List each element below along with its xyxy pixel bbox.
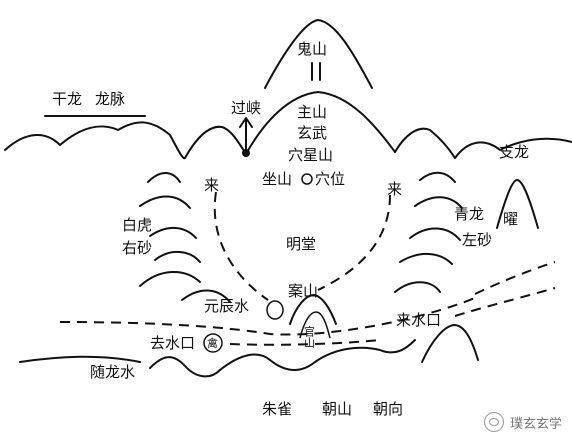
bottom-ridge-right	[421, 324, 479, 363]
tiger-ridge-5	[139, 270, 201, 287]
label-guan-shan: 官山	[303, 325, 316, 348]
lai-right-dashed-flow	[317, 194, 391, 291]
guo-xia-arrow-head	[239, 117, 253, 128]
guo-xia-point	[242, 149, 250, 157]
label-qu-shui-kou: 去水口	[150, 334, 195, 352]
label-long-mai: 龙脉	[95, 90, 125, 108]
label-xue-xing-shan: 穴星山	[288, 146, 333, 164]
lai-shui-kou-dashed-tail	[474, 261, 556, 295]
qin-circle	[203, 333, 223, 353]
label-zhi-long: 支龙	[499, 143, 529, 161]
tiger-ridge-2	[139, 195, 191, 209]
label-ming-tang: 明堂	[286, 235, 316, 253]
main-ridge-left	[4, 121, 247, 160]
label-yao: 曜	[503, 210, 518, 228]
yuan-chen-water-pool	[266, 300, 284, 320]
yao-peak	[496, 179, 539, 229]
label-an-shan: 案山	[288, 282, 318, 300]
label-zuo-shan: 坐山	[262, 170, 292, 188]
tiger-ridge-6	[181, 289, 231, 303]
label-xuan-wu: 玄武	[297, 124, 327, 142]
label-chao-xiang: 朝向	[373, 400, 403, 418]
bottom-ridge-middle	[219, 339, 416, 371]
dragon-ridge-3	[409, 227, 461, 241]
label-sui-long-shui: 随龙水	[90, 363, 135, 381]
label-bai-hu: 白虎	[122, 216, 152, 234]
label-yuan-chen-shui: 元辰水	[204, 297, 249, 315]
main-ridge-right	[394, 127, 572, 159]
ghost-mountain-outline	[264, 19, 373, 89]
label-lai-right: 来	[387, 180, 402, 198]
shui-kou-dashed-upper	[59, 297, 476, 336]
label-gan-long: 干龙	[52, 90, 82, 108]
label-you-sha: 右砂	[122, 239, 152, 257]
dragon-ridge-5	[394, 281, 441, 293]
label-qing-long: 青龙	[454, 205, 484, 223]
watermark: 璞玄玄学	[483, 412, 562, 432]
label-qin: 禽	[207, 336, 218, 350]
label-ghost-mountain: 鬼山	[297, 40, 327, 58]
dragon-ridge-1	[419, 171, 456, 183]
right-outer-dashed	[454, 287, 556, 317]
qu-shui-kou-dashed-inner	[229, 339, 381, 346]
label-guo-xia: 过峡	[231, 99, 261, 117]
label-xue-wei: 穴位	[315, 170, 345, 188]
an-shan-outline	[289, 294, 337, 325]
bottom-ridge-left	[149, 356, 221, 378]
dragon-ridge-4	[399, 253, 453, 265]
guan-shan-outline	[299, 311, 331, 339]
label-chao-shan: 朝山	[322, 400, 352, 418]
label-zuo-sha: 左砂	[462, 231, 492, 249]
tiger-ridge-4	[154, 251, 201, 263]
lai-left-dashed-flow	[213, 191, 269, 301]
main-mountain-xuanwu	[245, 91, 396, 155]
wechat-icon	[483, 412, 504, 432]
label-zhu-shan: 主山	[297, 103, 327, 121]
watermark-text: 璞玄玄学	[509, 416, 562, 432]
label-lai-left: 来	[204, 176, 219, 194]
label-lai-shui-kou: 来水口	[396, 311, 441, 329]
label-zhu-que: 朱雀	[262, 400, 292, 418]
sui-long-water-line	[19, 355, 141, 363]
xue-wei-marker	[301, 173, 313, 185]
tiger-ridge-1	[147, 172, 181, 183]
tiger-ridge-3	[149, 227, 197, 239]
dragon-ridge-2	[414, 196, 463, 209]
